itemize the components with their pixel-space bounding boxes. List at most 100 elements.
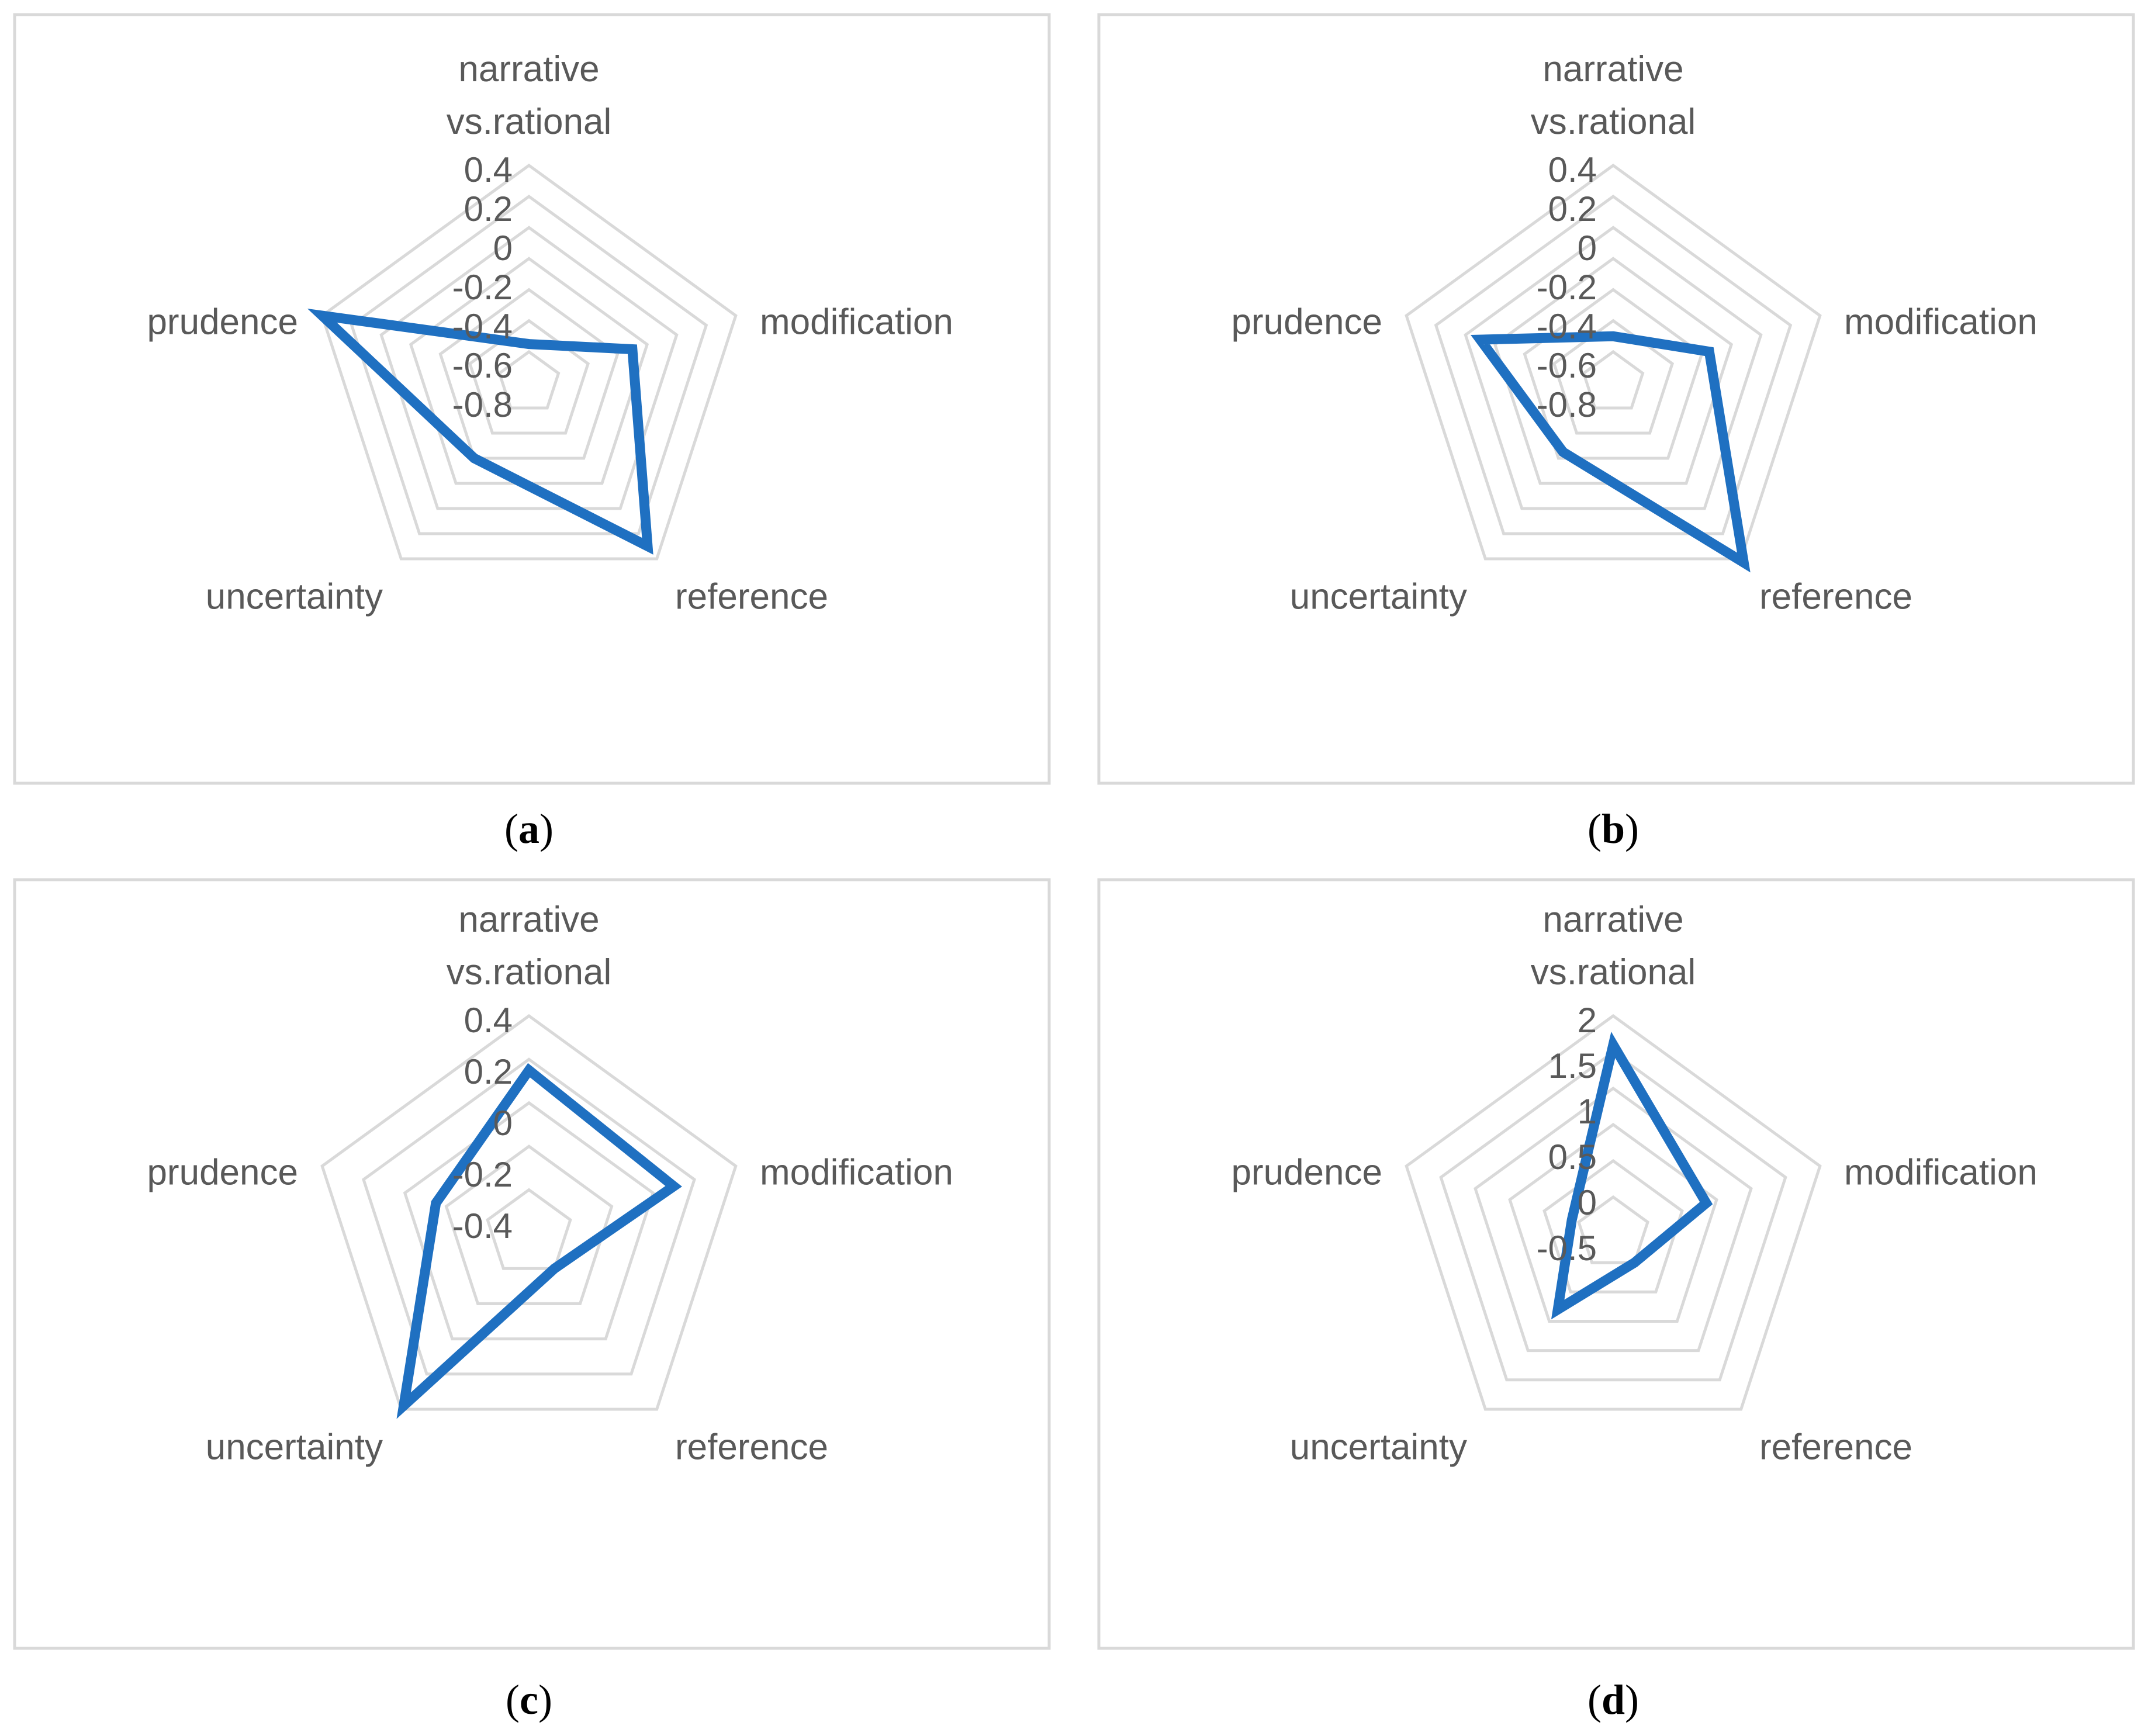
grid-ring [1552,319,1675,435]
grid-ring [1434,195,1793,535]
tick-label: 0.5 [1548,1137,1597,1177]
tick-label: 1.5 [1548,1046,1597,1085]
axis-label: modification [1844,302,2038,342]
grid-ring [1405,163,1822,561]
panel-caption: (d) [1587,1676,1639,1723]
data-point [1634,1262,1635,1264]
series-line [307,308,653,555]
data-point [1708,351,1710,352]
tick-label: 2 [1578,1001,1597,1040]
tick-label: 1 [1578,1092,1597,1131]
data-point [435,1202,437,1204]
grid-ring [1542,1159,1684,1294]
tick-label: 0 [1578,229,1597,268]
axis-label: modification [760,1152,953,1192]
data-point [321,315,323,316]
tick-label: 0 [493,1104,513,1143]
axis-label: uncertainty [206,1427,383,1467]
axis-label: uncertainty [206,576,383,617]
series-line [1471,331,1751,573]
grid-ring [403,1101,655,1341]
panel-frame [1097,878,2135,1650]
panel-frame [13,13,1051,785]
data-point [673,1185,675,1187]
data-point [473,458,475,459]
axis-label: uncertainty [1290,1427,1467,1467]
data-point [1743,562,1745,563]
tick-label: 0.2 [464,1052,513,1091]
grid-ring [444,1144,614,1305]
grid-ring [320,163,738,561]
grid-ring [362,1057,696,1376]
tick-label: -0.2 [452,1155,513,1194]
data-point [1613,336,1614,337]
tick-label: -0.5 [1537,1229,1597,1268]
grid-ring [1582,350,1645,410]
grid-ring [1439,1050,1787,1382]
tick-label: 0 [493,229,513,268]
tick-label: -0.8 [452,385,513,424]
panel-caption: (a) [504,805,554,852]
data-point [528,1070,530,1071]
data-point [1557,1309,1559,1310]
data-point [1706,1202,1707,1204]
data-point [1479,339,1481,341]
axis-label: reference [675,576,828,617]
tick-label: 0.4 [464,150,513,189]
grid-ring [1464,226,1763,510]
tick-label: 0.4 [1548,150,1597,189]
panel-frame [1097,13,2135,785]
tick-label: -0.2 [1537,268,1597,307]
axis-label: prudence [147,302,298,342]
axis-label: uncertainty [1290,576,1467,617]
axis-label: modification [760,302,953,342]
tick-label: -0.2 [452,268,513,307]
tick-label: -0.6 [452,346,513,385]
data-point [1571,1219,1573,1220]
data-point [1562,451,1564,453]
axis-label: prudence [1231,302,1382,342]
axis-label: reference [1759,576,1912,617]
series-line [1551,1032,1713,1320]
grid-ring [468,319,590,435]
tick-label: -0.8 [1537,385,1597,424]
grid-ring [320,1014,738,1411]
tick-label: 0.2 [1548,189,1597,229]
grid-ring [350,195,708,535]
data-point [631,348,633,350]
grid-ring [1405,1014,1822,1411]
axis-label: reference [675,1427,828,1467]
data-point [1613,1044,1614,1046]
data-point [647,545,648,547]
tick-label: 0 [1578,1183,1597,1222]
panel-frame [13,878,1051,1650]
tick-label: -0.4 [452,1206,513,1246]
axis-label: prudence [1231,1152,1382,1192]
axis-label: modification [1844,1152,2038,1192]
grid-ring [486,1188,572,1270]
tick-label: -0.4 [452,307,513,346]
tick-label: 0.4 [464,1001,513,1040]
grid-ring [497,350,561,410]
axis-label: prudence [147,1152,298,1192]
axis-label: reference [1759,1427,1912,1467]
data-point [554,1268,555,1270]
panel-caption: (c) [506,1676,552,1723]
grid-ring [379,226,679,510]
grid-ring [1577,1195,1649,1264]
series-line [396,1063,682,1419]
data-point [403,1405,404,1406]
data-point [528,343,530,345]
panel-caption: (b) [1587,805,1639,852]
tick-label: 0.2 [464,189,513,229]
grid-ring [1474,1086,1753,1353]
